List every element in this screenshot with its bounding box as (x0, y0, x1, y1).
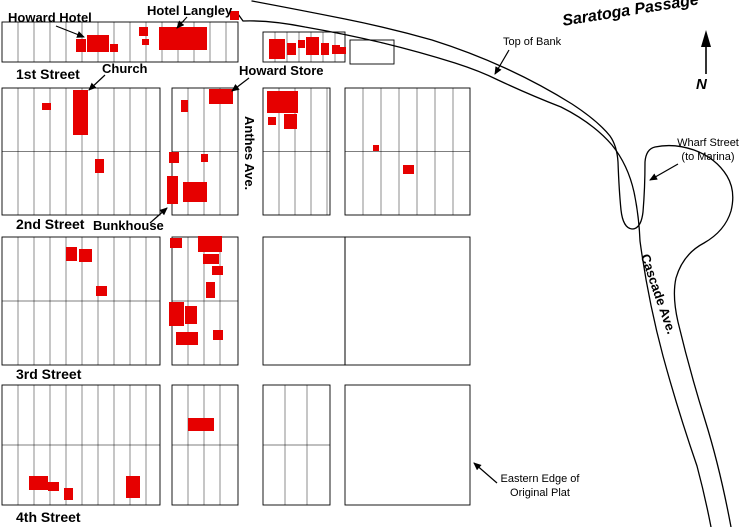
building (230, 11, 239, 20)
building (169, 302, 184, 326)
building (126, 476, 140, 498)
building (321, 43, 329, 55)
building (213, 330, 223, 340)
building (42, 103, 51, 110)
callout-arrow (55, 25, 85, 38)
wharf-street-line2: (to Marina) (681, 150, 735, 163)
callout-arrow (473, 462, 498, 484)
callout-arrows (55, 16, 679, 484)
building (48, 482, 59, 491)
callout-arrow (176, 16, 188, 29)
building (269, 39, 285, 59)
block-outline (344, 384, 471, 506)
wharf-street-label: Wharf Street (to Marina) (666, 137, 750, 165)
eastern-edge-label: Eastern Edge of Original Plat (494, 473, 586, 501)
building (167, 176, 178, 204)
building (29, 476, 48, 490)
building (76, 39, 86, 52)
building (170, 238, 182, 248)
eastern-edge-line1: Eastern Edge of (500, 473, 580, 485)
building (284, 114, 297, 129)
building (64, 488, 73, 500)
bunkhouse-label: Bunkhouse (93, 218, 164, 233)
building (181, 100, 188, 112)
building (139, 27, 148, 36)
callout-arrow (88, 74, 106, 91)
north-label: N (696, 76, 707, 93)
building (66, 247, 77, 261)
building (332, 45, 340, 54)
callout-arrow (231, 77, 250, 92)
howard-hotel-label: Howard Hotel (8, 10, 92, 25)
building (339, 47, 346, 54)
building (198, 236, 222, 252)
block-outline (1, 21, 239, 63)
shoreline (237, 0, 734, 527)
building (159, 27, 207, 50)
anthes-ave-label: Anthes Ave. (242, 116, 257, 191)
block-outline (262, 236, 346, 366)
hotel-langley-label: Hotel Langley (147, 3, 233, 18)
building (287, 43, 296, 55)
street-label-1st: 1st Street (16, 66, 80, 82)
callout-arrow (649, 163, 679, 181)
building (183, 182, 207, 202)
building (206, 282, 215, 298)
building (95, 159, 104, 173)
building (79, 249, 92, 262)
block-outline (344, 236, 471, 366)
block-grid (1, 21, 471, 506)
building (201, 154, 208, 162)
street-label-3rd: 3rd Street (16, 366, 82, 382)
eastern-edge-line2: Original Plat (510, 486, 570, 499)
building (268, 117, 276, 125)
building (96, 286, 107, 296)
building (373, 145, 379, 151)
wharf-street-line1: Wharf Street (677, 137, 739, 149)
building (306, 37, 319, 55)
building (73, 90, 88, 135)
building (142, 39, 149, 45)
building (209, 89, 233, 104)
street-label-4th: 4th Street (16, 509, 81, 525)
callout-arrow (494, 49, 510, 75)
buildings-layer (29, 11, 414, 500)
building (87, 35, 109, 52)
building (176, 332, 198, 345)
building (212, 266, 223, 275)
building (298, 40, 305, 48)
building (203, 254, 219, 264)
church-label: Church (102, 61, 148, 76)
street-label-2nd: 2nd Street (16, 216, 85, 232)
building (169, 152, 179, 163)
shoreline-path (251, 0, 734, 527)
building (267, 91, 298, 113)
north-arrow-head (701, 30, 711, 47)
building (188, 418, 214, 431)
howard-store-label: Howard Store (239, 63, 324, 78)
building (185, 306, 197, 324)
shoreline-path (237, 13, 712, 527)
callout-arrow (149, 207, 168, 224)
building (403, 165, 414, 174)
top-of-bank-label: Top of Bank (503, 36, 562, 48)
building (110, 44, 118, 52)
north-arrow (701, 30, 711, 74)
